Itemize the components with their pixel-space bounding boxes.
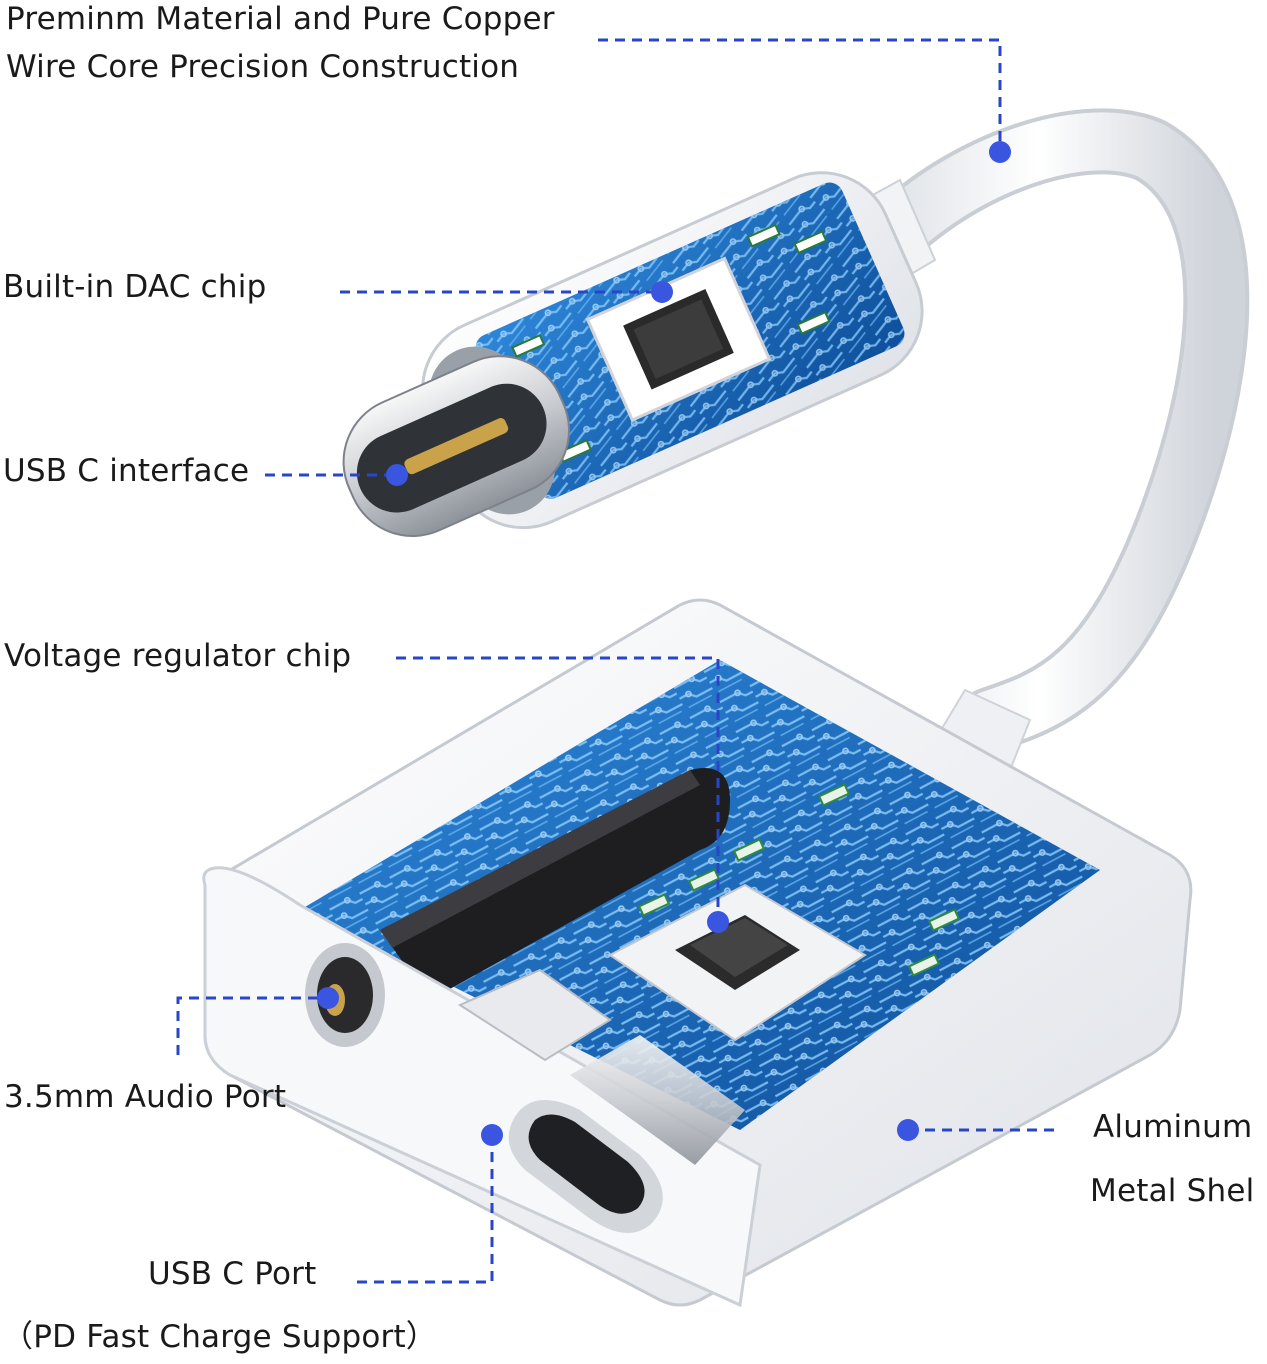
label-pd: （PD Fast Charge Support） <box>2 1319 438 1355</box>
label-voltage: Voltage regulator chip <box>4 638 352 674</box>
callout-line-material <box>598 38 1002 150</box>
label-dac: Built-in DAC chip <box>3 269 267 305</box>
callouts <box>176 38 1055 1284</box>
label-usbc-interface: USB C interface <box>3 453 250 489</box>
label-usbc-port: USB C Port <box>148 1256 317 1292</box>
callout-line-voltage <box>396 656 720 920</box>
label-material-line1: Preminm Material and Pure Copper <box>6 1 555 37</box>
label-shell-line1: Aluminum <box>1093 1109 1253 1145</box>
label-material-line2: Wire Core Precision Construction <box>6 49 520 85</box>
callout-dots <box>317 141 1011 1146</box>
audio-jack-opening <box>305 943 385 1047</box>
usbc-port-opening <box>508 1100 663 1233</box>
usbc-pins <box>404 418 509 475</box>
label-audio-port: 3.5mm Audio Port <box>4 1079 287 1115</box>
label-shell-line2: Metal Shel <box>1090 1173 1255 1209</box>
callout-line-audio <box>176 996 328 1055</box>
voltage-regulator-chip <box>608 883 867 1042</box>
cable <box>827 108 1250 772</box>
usbc-plug <box>342 171 937 538</box>
